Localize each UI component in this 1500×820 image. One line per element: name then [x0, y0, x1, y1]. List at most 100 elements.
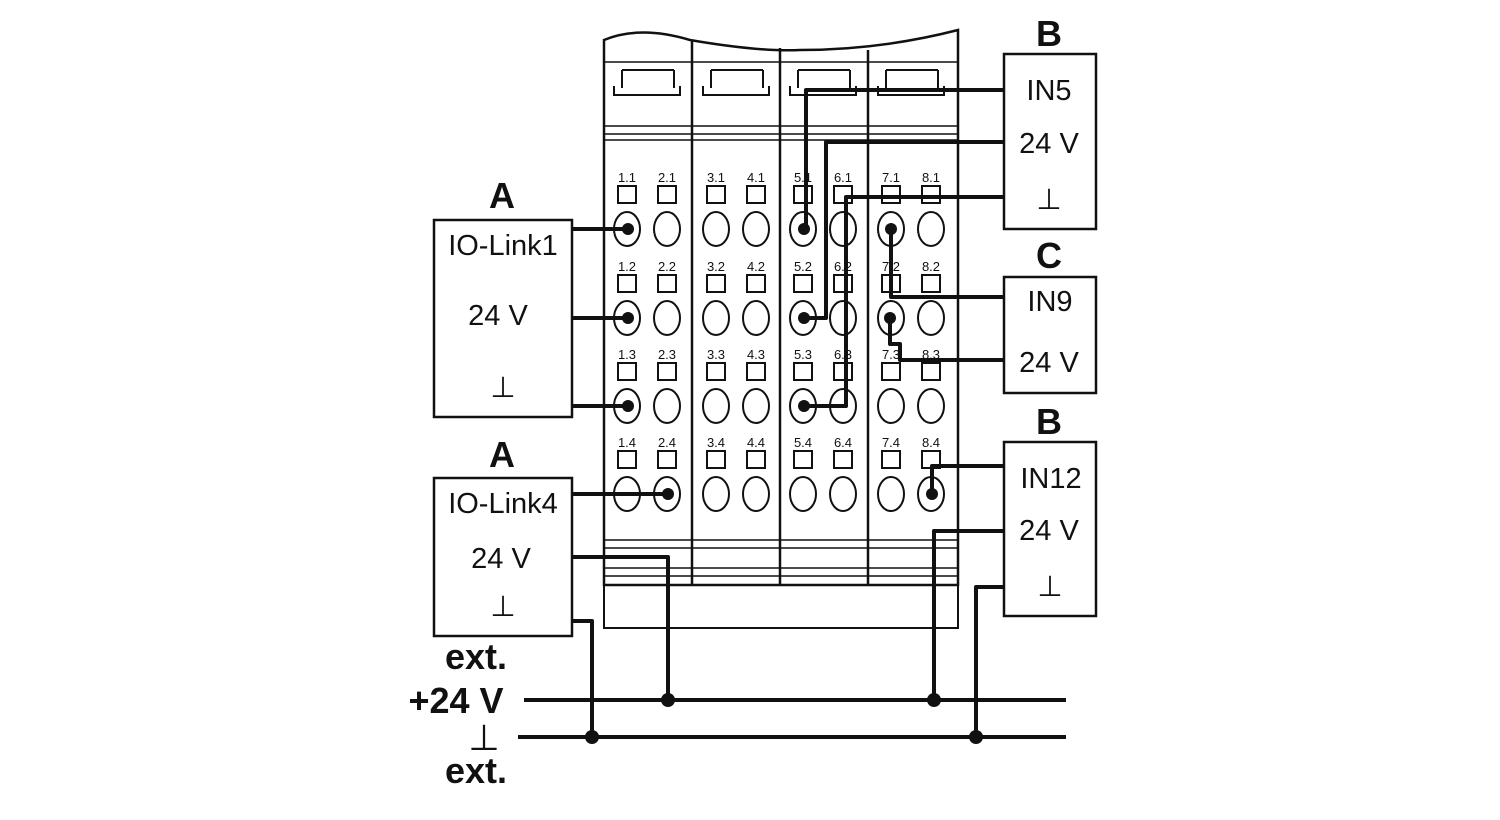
release-button — [921, 362, 941, 381]
clamp-opening — [742, 211, 770, 247]
clamp-opening — [917, 300, 945, 336]
clamp-opening — [789, 476, 817, 512]
connection-dot — [884, 312, 896, 324]
device-a2-ground: ⊥ — [490, 591, 515, 623]
release-button — [793, 362, 813, 381]
rail-plus24-label: +24 V — [408, 680, 503, 721]
release-button — [657, 185, 677, 204]
device-a1-tag: A — [489, 175, 515, 216]
release-button — [793, 450, 813, 469]
release-button — [617, 450, 637, 469]
clamp-opening — [702, 211, 730, 247]
connection-dot — [798, 400, 810, 412]
terminal-label: 5.1 — [794, 170, 812, 185]
junction-dot — [585, 730, 599, 744]
connection-dot — [622, 400, 634, 412]
terminal-label: 6.2 — [834, 259, 852, 274]
release-button — [881, 450, 901, 469]
release-button — [657, 274, 677, 293]
terminal-label: 8.2 — [922, 259, 940, 274]
connection-dot — [622, 223, 634, 235]
clamp-opening — [877, 476, 905, 512]
junction-dot — [969, 730, 983, 744]
device-a1-signal: IO-Link1 — [448, 230, 558, 262]
clamp-opening — [653, 211, 681, 247]
release-button — [617, 274, 637, 293]
device-b1-tag: B — [1036, 13, 1062, 54]
terminal-label: 4.2 — [747, 259, 765, 274]
marking-strips — [613, 69, 945, 96]
release-button — [921, 274, 941, 293]
device-a1-ground: ⊥ — [490, 372, 515, 404]
device-b2-ground: ⊥ — [1037, 571, 1062, 603]
release-button — [657, 450, 677, 469]
release-button — [746, 450, 766, 469]
junction-dot — [927, 693, 941, 707]
wire-b1-supply — [804, 140, 1004, 320]
release-button — [746, 274, 766, 293]
device-b2-tag: B — [1036, 401, 1062, 442]
wire-b2-signal — [930, 464, 1004, 494]
terminal-label: 6.1 — [834, 170, 852, 185]
terminal-label: 6.4 — [834, 435, 852, 450]
clamp-opening — [829, 300, 857, 336]
clamp-opening — [742, 388, 770, 424]
terminal-block — [602, 28, 960, 629]
terminal-label: 7.1 — [882, 170, 900, 185]
wire-a2-ground — [572, 619, 594, 737]
device-a2-supply: 24 V — [471, 543, 531, 575]
connection-dot — [798, 223, 810, 235]
wire-c1-signal — [889, 229, 1004, 299]
connection-dots — [585, 223, 983, 744]
terminal-label: 4.3 — [747, 347, 765, 362]
terminal-label: 2.2 — [658, 259, 676, 274]
device-b1-signal: IN5 — [1026, 75, 1071, 107]
release-button — [921, 185, 941, 204]
clamp-opening — [917, 388, 945, 424]
clamp-opening — [653, 388, 681, 424]
release-button — [706, 274, 726, 293]
wire-b2-ground — [974, 585, 1004, 737]
connection-dot — [926, 488, 938, 500]
terminal-label: 1.3 — [618, 347, 636, 362]
rail-ext-top-label: ext. — [445, 636, 507, 677]
device-b1-supply: 24 V — [1019, 128, 1079, 160]
terminal-label: 1.1 — [618, 170, 636, 185]
marking-strip — [789, 69, 857, 96]
terminal-label: 2.4 — [658, 435, 676, 450]
clamp-opening — [742, 300, 770, 336]
wire-c1-supply — [888, 318, 1004, 362]
wire-b2-supply — [932, 529, 1004, 700]
terminal-label: 1.4 — [618, 435, 636, 450]
release-button — [881, 185, 901, 204]
connection-dot — [622, 312, 634, 324]
terminal-label: 7.3 — [882, 347, 900, 362]
wire-b1-ground — [804, 195, 1004, 408]
wire-b1-signal — [804, 88, 1004, 229]
device-b2-supply: 24 V — [1019, 515, 1079, 547]
terminal-label: 5.3 — [794, 347, 812, 362]
terminal-labels: 1.1 2.1 3.1 4.1 5.1 6.1 7.1 8.1 1.2 2.2 … — [618, 170, 940, 450]
release-button — [617, 185, 637, 204]
terminal-label: 2.3 — [658, 347, 676, 362]
device-c1-tag: C — [1036, 235, 1062, 276]
device-c1-signal: IN9 — [1027, 286, 1072, 318]
terminal-label: 3.2 — [707, 259, 725, 274]
release-button — [706, 450, 726, 469]
marking-strip — [877, 69, 945, 96]
terminal-label: 8.1 — [922, 170, 940, 185]
device-a1-supply: 24 V — [468, 300, 528, 332]
release-button — [706, 362, 726, 381]
release-button — [793, 185, 813, 204]
rail-ground-symbol: ⊥ — [468, 717, 499, 758]
junction-dot — [661, 693, 675, 707]
release-button — [833, 185, 853, 204]
release-button — [881, 362, 901, 381]
terminal-label: 8.4 — [922, 435, 940, 450]
device-a2-signal: IO-Link4 — [448, 488, 558, 520]
clamp-opening — [702, 476, 730, 512]
clamp-opening — [742, 476, 770, 512]
connection-dot — [662, 488, 674, 500]
wires — [518, 88, 1066, 739]
clamp-opening — [829, 211, 857, 247]
